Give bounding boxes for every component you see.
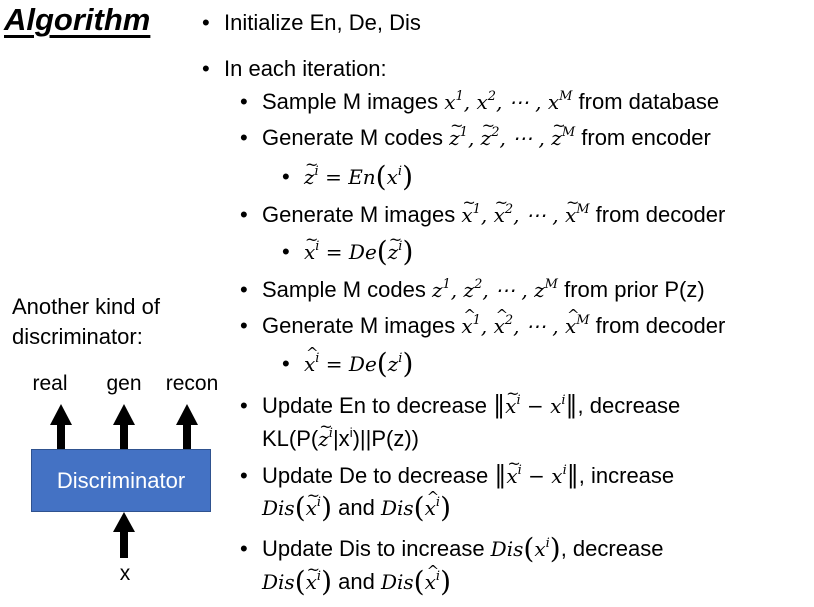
step-generate-images-decoder: •Generate M images x1, x2, ⋯ , xM from d…: [240, 202, 725, 228]
bullet: •: [282, 164, 290, 189]
step-update-dis: •Update Dis to increase Dis(xi), decreas…: [240, 532, 664, 565]
eq-encoder: •zi = En(xi): [282, 163, 413, 191]
step-iteration: •In each iteration:: [202, 56, 387, 81]
bullet: •: [240, 202, 248, 227]
arrow-up-input: [113, 512, 135, 558]
bullet: •: [240, 89, 248, 114]
discriminator-caption: Another kind of discriminator:: [12, 292, 202, 352]
step-update-en-kl: KL(P(zi|xi)||P(z)): [262, 426, 419, 452]
caption-line-2: discriminator:: [12, 324, 143, 349]
math-xtilde-set: x1, x2, ⋯ , xM: [461, 203, 589, 227]
step-update-de-terms: Dis(xi) and Dis(xi): [262, 494, 451, 522]
math-z-set: z1, z2, ⋯ , zM: [431, 277, 558, 302]
output-label-recon: recon: [165, 372, 219, 395]
bullet: •: [202, 56, 210, 81]
step-update-de: •Update De to decrease ‖xi − xi‖, increa…: [240, 462, 674, 489]
math-ztilde-set: z1, z2, ⋯ , zM: [449, 126, 575, 150]
bullet: •: [282, 239, 290, 264]
discriminator-box: Discriminator: [31, 449, 211, 512]
caption-line-1: Another kind of: [12, 294, 160, 319]
eq-decoder-recon: •xi = De(zi): [282, 238, 413, 266]
step-sample-images: •Sample M images x1, x2, ⋯ , xM from dat…: [240, 89, 720, 114]
bullet: •: [240, 313, 248, 338]
math-xhat-set: x1, x2, ⋯ , xM: [461, 314, 589, 338]
bullet: •: [240, 393, 248, 418]
step-generate-images-prior: •Generate M images x1, x2, ⋯ , xM from d…: [240, 313, 725, 339]
step-update-en: •Update En to decrease ‖xi − xi‖, decrea…: [240, 392, 680, 419]
step-sample-codes-prior: •Sample M codes z1, z2, ⋯ , zM from prio…: [240, 277, 705, 302]
bullet: •: [202, 10, 210, 35]
output-label-gen: gen: [106, 372, 142, 395]
page-title: Algorithm: [4, 2, 151, 37]
step-update-dis-terms: Dis(xi) and Dis(xi): [262, 568, 451, 596]
arrow-up-real: [50, 404, 72, 450]
bullet: •: [240, 125, 248, 150]
eq-decoder-gen: •xi = De(zi): [282, 350, 413, 378]
bullet: •: [282, 351, 290, 376]
arrow-up-gen: [113, 404, 135, 450]
bullet: •: [240, 277, 248, 302]
step-generate-codes: •Generate M codes z1, z2, ⋯ , zM from en…: [240, 125, 711, 151]
step-initialize: •Initialize En, De, Dis: [202, 10, 421, 35]
bullet: •: [240, 536, 248, 561]
input-label-x: x: [119, 562, 131, 585]
output-label-real: real: [32, 372, 68, 395]
arrow-up-recon: [176, 404, 198, 450]
bullet: •: [240, 463, 248, 488]
math-x-set: x1, x2, ⋯ , xM: [444, 89, 573, 114]
